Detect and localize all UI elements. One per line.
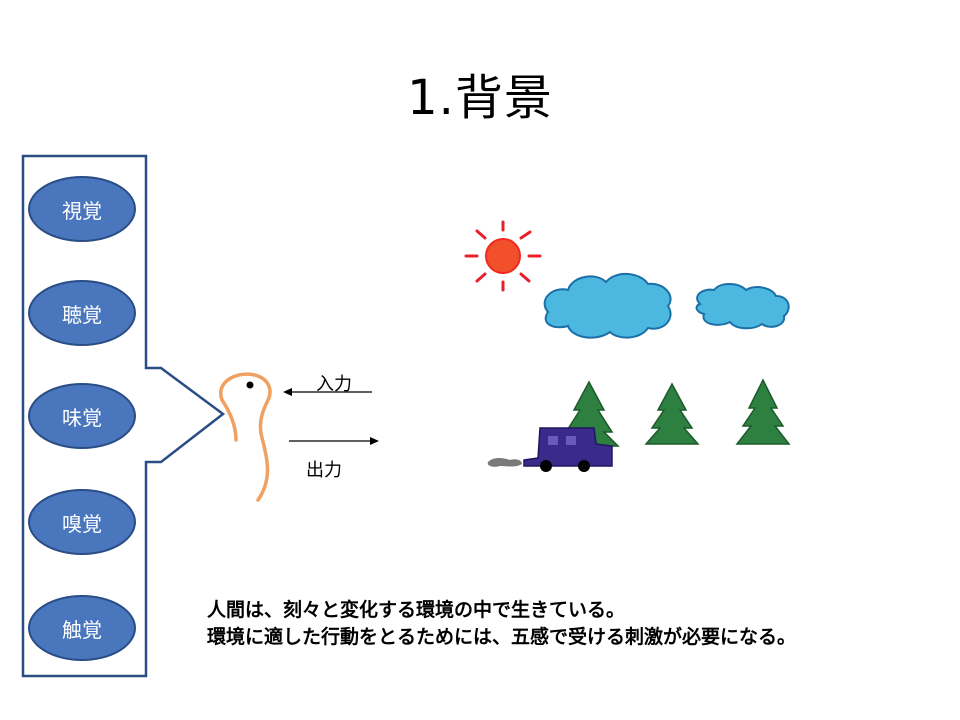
caption-line-1: 人間は、刻々と変化する環境の中で生きている。: [207, 595, 625, 622]
sun-icon: [466, 222, 540, 290]
person-icon: [221, 374, 270, 500]
tree-icon: [646, 384, 698, 444]
car-icon: [488, 428, 612, 472]
output-label: 出力: [306, 456, 342, 482]
output-arrow-icon: [289, 437, 379, 445]
sense-oval-touch: 触覚: [28, 595, 136, 661]
sense-oval-sight: 視覚: [28, 176, 136, 242]
cloud-icon-right: [697, 284, 789, 328]
sense-oval-taste: 味覚: [28, 383, 136, 449]
input-label: 入力: [316, 370, 352, 396]
sense-oval-smell: 嗅覚: [28, 489, 136, 555]
tree-icon: [737, 380, 789, 444]
cloud-icon-left: [545, 274, 671, 338]
sense-oval-hearing: 聴覚: [28, 280, 136, 346]
caption-line-2: 環境に適した行動をとるためには、五感で受ける刺激が必要になる。: [207, 622, 796, 649]
